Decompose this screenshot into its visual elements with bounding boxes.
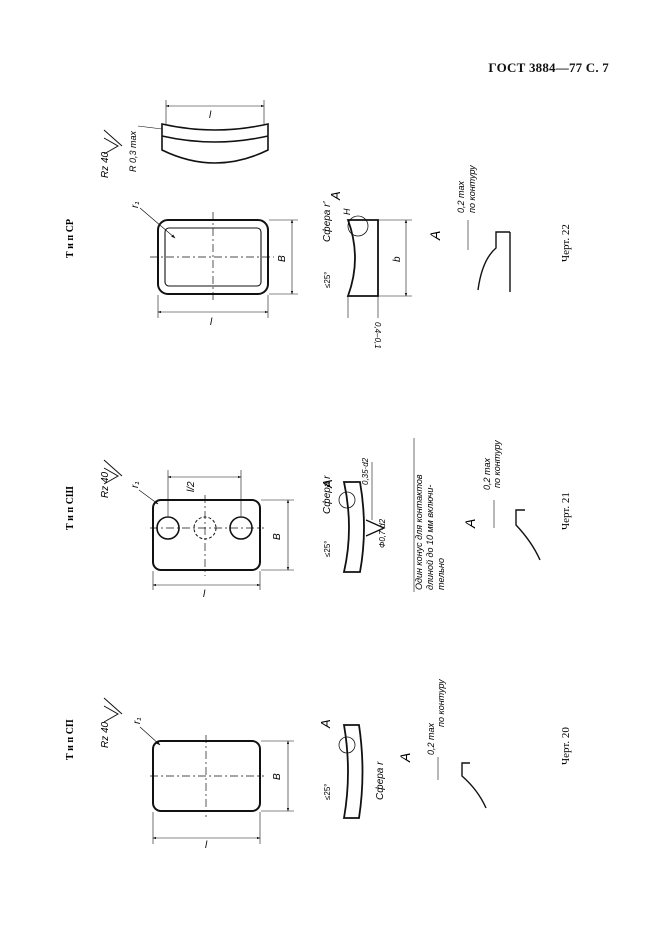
roughness-ssh: Rz 40 bbox=[100, 471, 111, 498]
label-contour-max-sp: 0,2 max bbox=[426, 722, 436, 755]
figure-20-caption: Черт. 20 bbox=[560, 727, 572, 765]
cone-note-line-1: Один конус для контактов bbox=[414, 474, 424, 590]
contact-ssh-plan bbox=[152, 499, 261, 571]
label-h-sr: H bbox=[342, 208, 352, 215]
label-cone-height: 0,35·d2 bbox=[361, 457, 370, 485]
contact-ssh-cone bbox=[365, 519, 386, 537]
contact-sr-side bbox=[346, 219, 379, 297]
roughness-ssh-icon bbox=[103, 459, 123, 485]
label-view-a-sp: A bbox=[397, 753, 413, 763]
label-view-a-ssh: A bbox=[462, 519, 478, 529]
label-b-sr: B bbox=[277, 255, 288, 262]
label-radius-max: R 0,3 max bbox=[128, 130, 138, 172]
type-sr-drawing: Т и п СР Черт. 22 Rz 40 l R 0,3 max r₁ l bbox=[65, 100, 572, 349]
label-contour-max-sr: 0,2 max bbox=[456, 180, 466, 213]
label-r1-ssh: r₁ bbox=[130, 482, 141, 488]
label-l-ssh: l bbox=[203, 589, 206, 600]
roughness-sr-icon bbox=[103, 129, 123, 155]
label-view-a-ssh-top: A bbox=[320, 479, 335, 489]
cone-note-line-2: длиной до 10 мм включи- bbox=[425, 485, 435, 590]
type-sp-title: Т и п СП bbox=[65, 719, 76, 760]
figure-21-caption: Черт. 21 bbox=[560, 492, 572, 530]
label-angle-ssh: ≤25° bbox=[323, 541, 332, 558]
label-contour-max-ssh: 0,2 max bbox=[482, 457, 492, 490]
label-sphere-ssh: Сфера r bbox=[321, 475, 333, 514]
label-half-length-ssh: l/2 bbox=[186, 481, 197, 492]
label-r1-sp: r₁ bbox=[132, 718, 143, 724]
contact-sp-side bbox=[342, 724, 364, 819]
label-contour-note-sp: по контуру bbox=[436, 679, 446, 727]
roughness-sp-icon bbox=[103, 697, 123, 723]
label-view-a-sp-top: A bbox=[318, 719, 333, 729]
label-l-sr-top: l bbox=[209, 110, 212, 121]
label-r1-sr: r₁ bbox=[130, 202, 141, 208]
label-view-a-sr: A bbox=[427, 231, 443, 241]
label-view-a-sr-top: A bbox=[328, 191, 343, 201]
label-sphere-r-sr: Сфера r' bbox=[321, 201, 333, 242]
label-b-ssh: B bbox=[272, 533, 283, 540]
label-b-small-sr: b bbox=[392, 256, 403, 262]
label-angle-sp: ≤25° bbox=[323, 784, 332, 801]
figure-22-caption: Черт. 22 bbox=[560, 224, 572, 262]
type-ssh-title: Т и п СШ bbox=[65, 486, 76, 530]
label-l-sp: l bbox=[205, 840, 208, 851]
label-sphere-sp: Сфера r bbox=[374, 761, 386, 800]
detail-a-ssh bbox=[515, 509, 541, 561]
type-ssh-drawing: Т и п СШ Черт. 21 Rz 40 r₁ l/2 l bbox=[65, 438, 572, 600]
running-header: ГОСТ 3884—77 С. 7 bbox=[488, 60, 609, 75]
label-contour-note-ssh: по контуру bbox=[492, 440, 502, 488]
roughness-sp: Rz 40 bbox=[100, 721, 111, 748]
type-sr-title: Т и п СР bbox=[65, 219, 76, 258]
detail-a-sp bbox=[461, 762, 487, 809]
type-sp-drawing: Т и п СП Черт. 20 Rz 40 r₁ l B ≤25° bbox=[65, 679, 572, 851]
label-tolerance: 0,4–0,1 bbox=[373, 322, 382, 349]
contact-ssh-side bbox=[342, 481, 365, 573]
label-l-sr: l bbox=[210, 317, 213, 328]
label-angle-sr: ≤25° bbox=[323, 272, 332, 289]
contact-sr-front bbox=[161, 122, 269, 164]
label-b-sp: B bbox=[272, 773, 283, 780]
label-cone-dia: Ф0,7·d2 bbox=[378, 518, 387, 548]
roughness-sr: Rz 40 bbox=[100, 151, 111, 178]
cone-note-line-3: тельно bbox=[436, 558, 446, 590]
label-contour-note-sr: по контуру bbox=[467, 165, 477, 213]
detail-a-sr bbox=[477, 231, 510, 291]
